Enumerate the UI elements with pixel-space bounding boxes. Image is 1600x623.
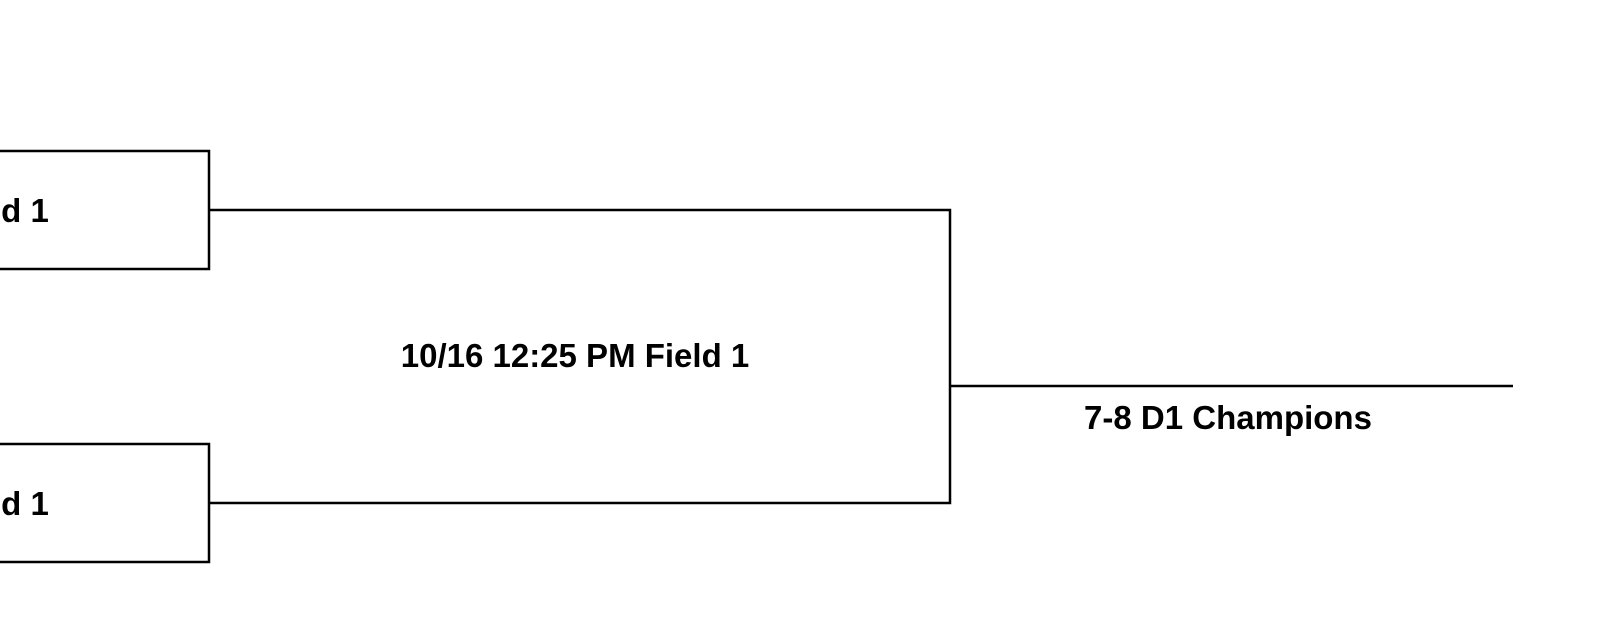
final-match-label: 10/16 12:25 PM Field 1 [401,337,750,374]
bottom-match-box: ld 1 [0,442,211,564]
top-match-label: ld 1 [0,192,49,229]
champion-slot: 7-8 D1 Champions [950,384,1513,436]
bottom-match-label: ld 1 [0,485,49,522]
champion-label: 7-8 D1 Champions [1084,399,1372,436]
top-match-box: ld 1 [0,149,211,271]
final-match-bracket-line [209,208,952,505]
final-match-connector: 10/16 12:25 PM Field 1 [209,208,952,505]
